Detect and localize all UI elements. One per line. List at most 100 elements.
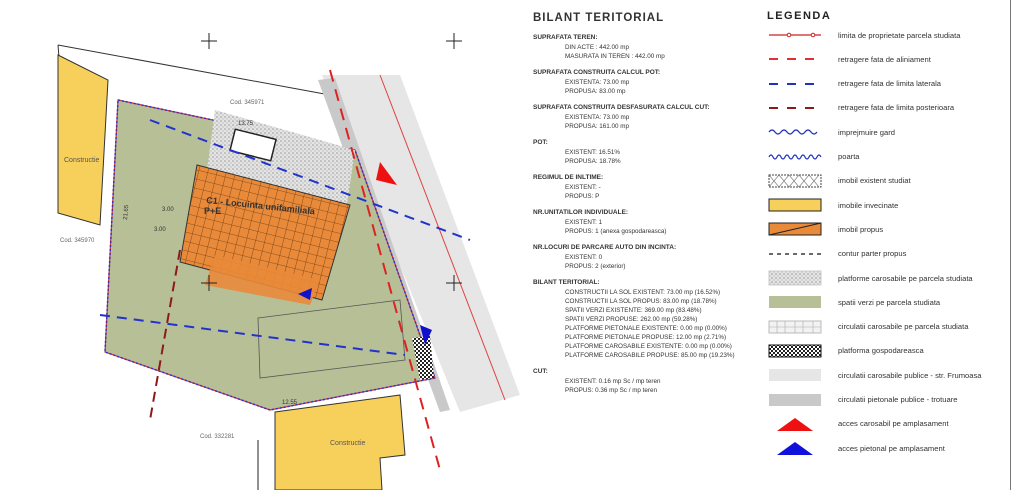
balance-section: SUPRAFATA CONSTRUITA DESFASURATA CALCUL …: [533, 104, 758, 131]
dimension-label: 21.65: [123, 204, 130, 220]
legend-label: circulatii carosabile publice - str. Fru…: [838, 370, 982, 380]
legend-item: poarta: [767, 147, 860, 167]
neighbor-label: Constructie: [64, 157, 100, 164]
black-dashed-line-icon: [769, 253, 821, 255]
green-swatch-icon: [769, 296, 821, 309]
cadastral-label: Cod. 345970: [60, 238, 95, 244]
dimension-label: 12.55: [282, 400, 298, 406]
vehicle-access-icon: [376, 162, 397, 185]
neighbor-building-bottom: [274, 394, 406, 490]
dimension-label: 3.00: [162, 207, 174, 213]
legend-label: acces pietonal pe amplasament: [838, 443, 945, 453]
legend-item: imobil propus: [767, 219, 883, 239]
balance-section: BILANT TERITORIAL:CONSTRUCTII LA SOL EXI…: [533, 279, 758, 360]
cadastral-label: Cod. 345971: [230, 100, 265, 106]
car-icon: [229, 128, 277, 162]
yellow-swatch-icon: [768, 198, 822, 212]
legend-label: imobil propus: [838, 224, 884, 234]
legend-label: imobile invecinate: [838, 200, 899, 210]
legend-label: acces carosabil pe amplasament: [838, 419, 949, 429]
pedestrian-access-icon: [298, 288, 312, 300]
legend-label: retragere fata de aliniament: [838, 54, 931, 64]
site-plan: Cod. 345971 Cod. 345970 Cod. 332281 Cons…: [57, 33, 520, 490]
section-line: PROPUSA: 83.00 mp: [565, 88, 626, 95]
red-dashed-line-icon: [769, 58, 821, 61]
section-line: PLATFORME CAROSABILE PROPUSE: 85.00 mp (…: [565, 352, 735, 359]
orange-swatch-icon: [768, 222, 822, 236]
fence-wave-line-icon: [768, 129, 818, 135]
legend-item: retragere fata de aliniament: [767, 49, 931, 69]
section-title: SUPRAFATA CONSTRUITA CALCUL POT:: [533, 69, 661, 76]
section-title: NR.LOCURI DE PARCARE AUTO DIN INCINTA:: [533, 244, 677, 251]
grey-swatch-icon: [769, 393, 821, 406]
darkred-dashed-line-icon: [769, 106, 821, 109]
legend-label: circulatii pietonale publice - trotuare: [838, 395, 958, 404]
dimension-label: 3.00: [154, 227, 166, 233]
balance-title: BILANT TERITORIAL: [533, 12, 665, 24]
legend-item: imprejmuire gard: [767, 122, 895, 142]
legend-label: spatii verzi pe parcela studiata: [838, 297, 941, 307]
section-line: CONSTRUCTII LA SOL PROPUS: 83.00 mp (18.…: [565, 298, 717, 305]
section-line: PROPUS: P: [565, 193, 600, 200]
legend-item: contur parter propus: [767, 244, 906, 264]
checker-swatch-icon: [768, 344, 822, 358]
legend-item: circulatii pietonale publice - trotuare: [767, 390, 957, 410]
balance-section: NR.LOCURI DE PARCARE AUTO DIN INCINTA: EX…: [533, 244, 758, 271]
utility-platform: [412, 336, 434, 380]
section-title: CUT:: [533, 368, 548, 375]
section-line: MASURATA IN TEREN : 442.00 mp: [565, 53, 665, 60]
blue-dashed-line-icon: [769, 82, 821, 85]
section-line: SPATII VERZI PROPUSE: 262.00 mp (59.28%): [565, 316, 698, 323]
legend-label: contur parter propus: [838, 249, 907, 259]
legend-item: platforma gospodareasca: [767, 341, 924, 361]
section-line: EXISTENT: 16.51%: [565, 149, 620, 156]
section-title: SUPRAFATA CONSTRUITA DESFASURATA CALCUL …: [533, 104, 710, 111]
balance-section: REGIMUL DE INLTIME: EXISTENT: - PROPUS: P: [533, 174, 758, 201]
territorial-balance: BILANT TERITORIAL SUPRAFATA TEREN:DIN AC…: [533, 12, 758, 403]
legend-item: spatii verzi pe parcela studiata: [767, 292, 940, 312]
section-line: PLATFORME CAROSABILE EXISTENTE: 0.00 mp …: [565, 343, 732, 350]
section-line: PROPUS: 0.36 mp Sc / mp teren: [565, 387, 658, 394]
section-title: NR.UNITATILOR INDIVIDUALE:: [533, 209, 629, 216]
paving-swatch-icon: [768, 320, 822, 334]
gravel-swatch-icon: [768, 270, 822, 286]
legend-label: imobil existent studiat: [838, 176, 911, 186]
section-line: EXISTENT: -: [565, 184, 601, 191]
section-title: BILANT TERITORIAL:: [533, 279, 600, 286]
balance-section: SUPRAFATA CONSTRUITA CALCUL POT:EXISTENT…: [533, 69, 758, 96]
section-line: EXISTENTA: 73.00 mp: [565, 114, 630, 121]
legend-item: limita de proprietate parcela studiata: [767, 25, 960, 45]
public-road: [322, 75, 520, 412]
balance-section: POT: EXISTENT: 16.51% PROPUSA: 18.78%: [533, 139, 758, 166]
lightgrey-swatch-icon: [769, 369, 821, 382]
section-line: EXISTENT: 0: [565, 254, 603, 261]
legend-item: imobile invecinate: [767, 195, 898, 215]
neighbor-label: Constructie: [330, 440, 366, 447]
section-title: REGIMUL DE INLTIME:: [533, 174, 604, 181]
section-line: EXISTENT: 1: [565, 219, 603, 226]
legend-item: retragere fata de limita posterioara: [767, 98, 954, 118]
legend-label: limita de proprietate parcela studiata: [838, 30, 961, 40]
balance-section: NR.UNITATILOR INDIVIDUALE: EXISTENT: 1 PRO…: [533, 209, 758, 236]
legend-item: platforme carosabile pe parcela studiata: [767, 268, 973, 288]
section-title: SUPRAFATA TEREN:: [533, 34, 598, 41]
section-line: PLATFORME PIETONALE PROPUSE: 12.00 mp (2…: [565, 334, 727, 341]
crosshatch-swatch-icon: [768, 174, 822, 188]
section-line: PROPUSA: 18.78%: [565, 158, 621, 165]
section-line: PROPUS: 1 (anexa gospodareasca): [565, 228, 667, 235]
legend-label: circulatii carosabile pe parcela studiat…: [838, 322, 969, 332]
section-title: POT:: [533, 139, 548, 146]
blue-triangle-icon: [777, 442, 813, 456]
section-line: PROPUS: 2 (exterior): [565, 263, 626, 270]
building-height: P+E: [204, 206, 221, 216]
alignment-setback-line: [329, 69, 441, 471]
neighbor-building-left: [57, 54, 109, 226]
legend-item: acces pietonal pe amplasament: [767, 438, 945, 458]
legend-label: platforme carosabile pe parcela studiata: [838, 273, 973, 283]
legend-label: retragere fata de limita posterioara: [838, 103, 955, 113]
legend-item: acces carosabil pe amplasament: [767, 414, 949, 434]
legend: LEGENDA limita de proprietate parcela st…: [762, 0, 1011, 490]
legend-label: retragere fata de limita laterala: [838, 79, 941, 89]
